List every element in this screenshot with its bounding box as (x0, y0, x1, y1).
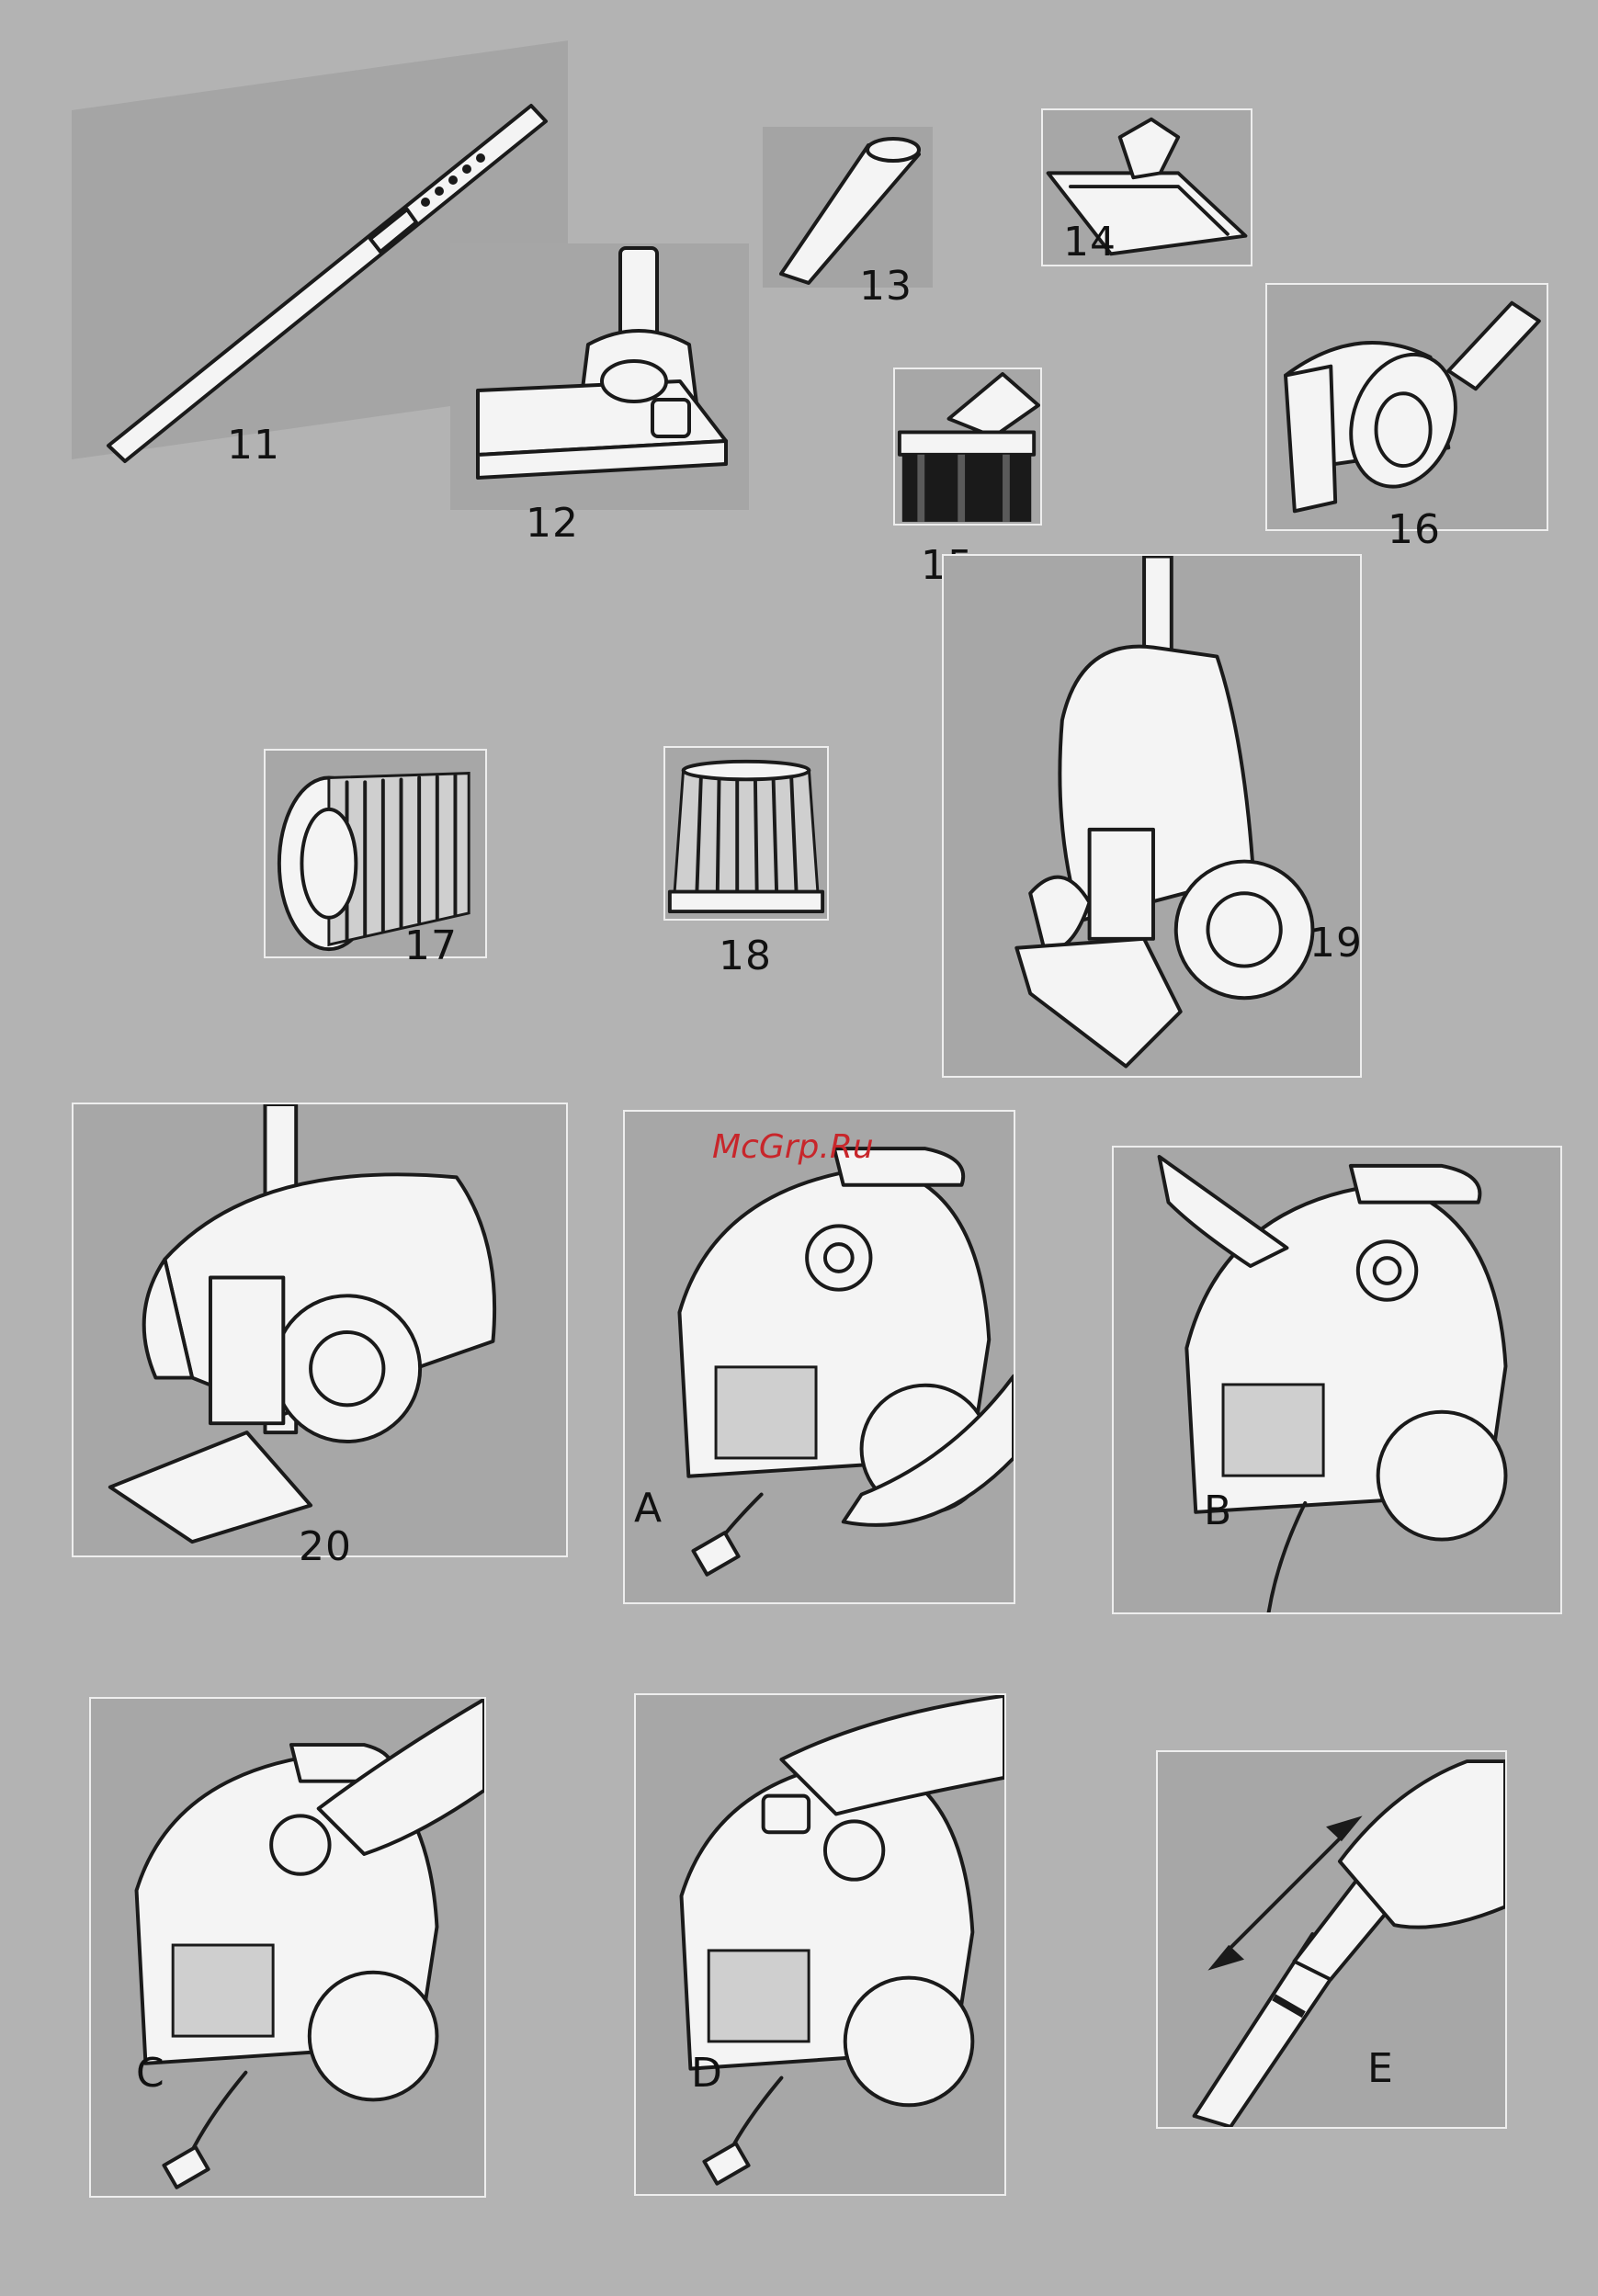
figure-B-cord-rewind (1112, 1146, 1562, 1614)
figure-15-dusting-brush (893, 368, 1042, 526)
figure-label-14: 14 (1063, 222, 1116, 263)
figure-C-power-switch (89, 1697, 486, 2198)
figure-label-C: C (136, 2053, 165, 2094)
figure-label-16: 16 (1388, 510, 1441, 550)
figure-D-suction-control (634, 1693, 1006, 2196)
figure-label-D: D (691, 2053, 723, 2094)
figure-label-A: A (634, 1488, 663, 1529)
figure-label-17: 17 (404, 926, 458, 967)
figure-label-11: 11 (227, 425, 280, 466)
figure-18-cone-filter (663, 746, 829, 921)
figure-label-18: 18 (719, 936, 772, 977)
figure-label-E: E (1367, 2049, 1394, 2089)
figure-label-19: 19 (1309, 923, 1363, 964)
watermark-text: McGrp.Ru (712, 1128, 874, 1166)
figure-label-13: 13 (859, 266, 912, 307)
figure-A-pull-cord (623, 1110, 1015, 1604)
figure-20-vacuum (72, 1103, 568, 1557)
figure-label-20: 20 (299, 1527, 352, 1567)
figure-label-12: 12 (526, 503, 579, 544)
figure-E-tube-adjustment (1156, 1750, 1507, 2129)
figure-label-B: B (1204, 1491, 1232, 1532)
figure-16-turbo-brush (1265, 283, 1548, 531)
figure-12-floor-nozzle (450, 243, 749, 510)
figure-19-parking-position (942, 554, 1362, 1078)
